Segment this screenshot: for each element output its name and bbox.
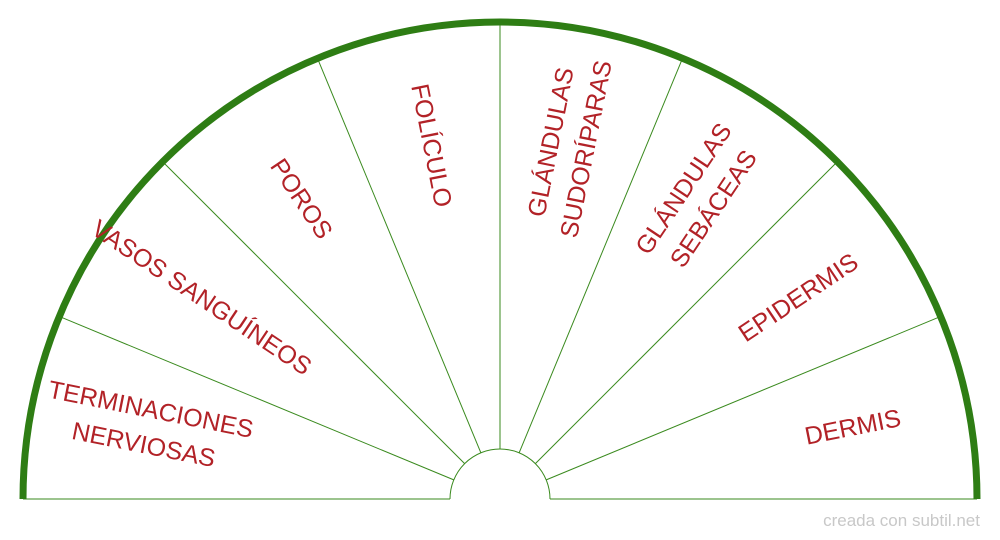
sector-label: EPIDERMIS [734,248,864,348]
outer-arc [19,18,981,500]
sector-divider [518,58,684,453]
sector-dividers [23,22,977,500]
sector-divider [316,58,482,453]
sector-label-line: DERMIS [802,404,903,450]
sector-label-line: EPIDERMIS [734,248,864,348]
sector-label-line: FOLÍCULO [405,81,458,209]
inner-arc [449,448,551,500]
sector-divider [535,161,838,464]
sector-label: DERMIS [802,404,903,450]
sector-label: FOLÍCULO [405,81,458,209]
sector-label: POROS [264,154,337,245]
sector-divider [59,315,454,481]
credit-text: creada con subtil.net [823,511,980,530]
sector-label: VASOS SANGUÍNEOS [86,214,317,381]
sector-divider [162,161,465,464]
sector-label-line: POROS [264,154,337,245]
sector-divider [546,315,941,481]
sector-label-line: VASOS SANGUÍNEOS [86,214,317,381]
